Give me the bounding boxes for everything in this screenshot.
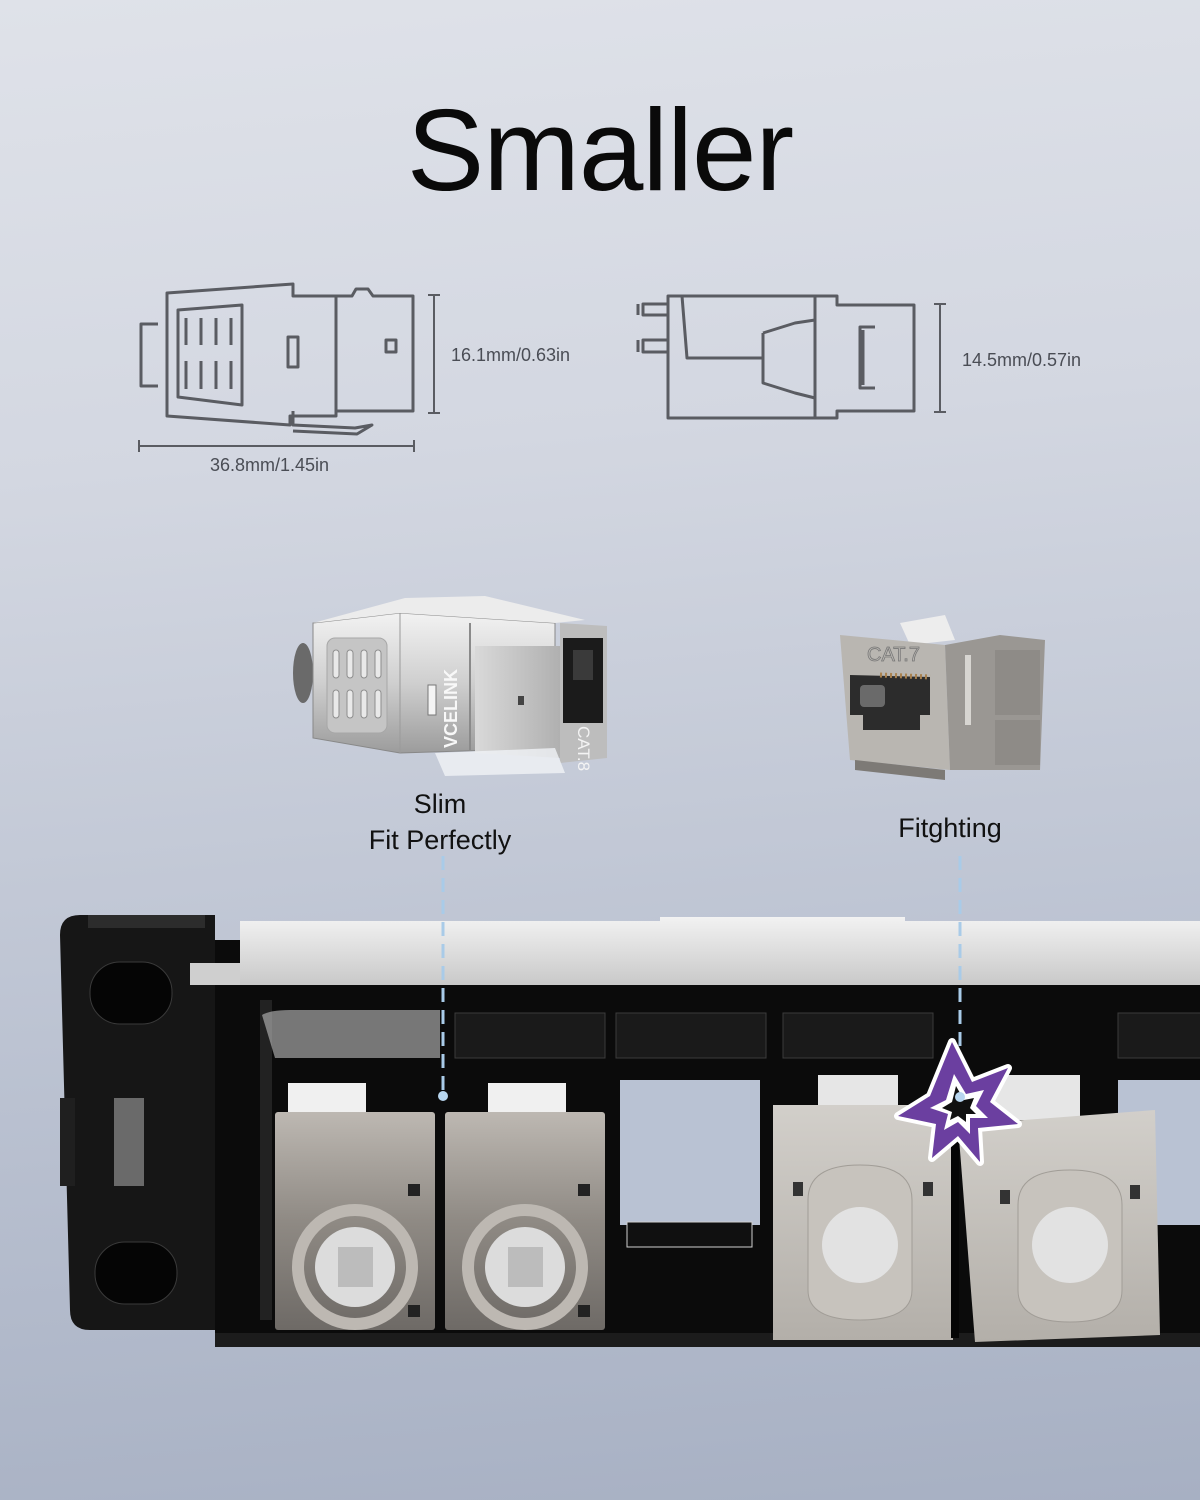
standard-height-dimension: 14.5mm/0.57in bbox=[962, 350, 1082, 370]
slim-keystone-outline-drawing bbox=[138, 282, 946, 452]
patch-panel-image bbox=[60, 915, 1200, 1347]
slim-label: Slim Fit Perfectly bbox=[300, 786, 580, 858]
vcelink-cat8-keystone-image: VCELINK CAT.8 bbox=[293, 596, 607, 776]
slim-label-line2: Fit Perfectly bbox=[368, 825, 512, 855]
slim-width-dimension: 36.8mm/1.45in bbox=[210, 455, 330, 475]
cat7-text: CAT.7 bbox=[867, 644, 920, 666]
collision-warning-star-icon bbox=[894, 1038, 1022, 1166]
vcelink-brand-text: VCELINK bbox=[441, 669, 461, 748]
slim-label-line1: Slim bbox=[413, 789, 467, 819]
cat7-keystone-image: CAT.7 bbox=[840, 615, 1045, 780]
slim-height-dimension: 16.1mm/0.63in bbox=[451, 345, 571, 365]
page-title: Smaller bbox=[406, 85, 794, 215]
cat8-text: CAT.8 bbox=[574, 726, 593, 771]
fitghting-label: Fitghting bbox=[898, 813, 1002, 843]
slim-callout-dot bbox=[438, 1091, 448, 1101]
